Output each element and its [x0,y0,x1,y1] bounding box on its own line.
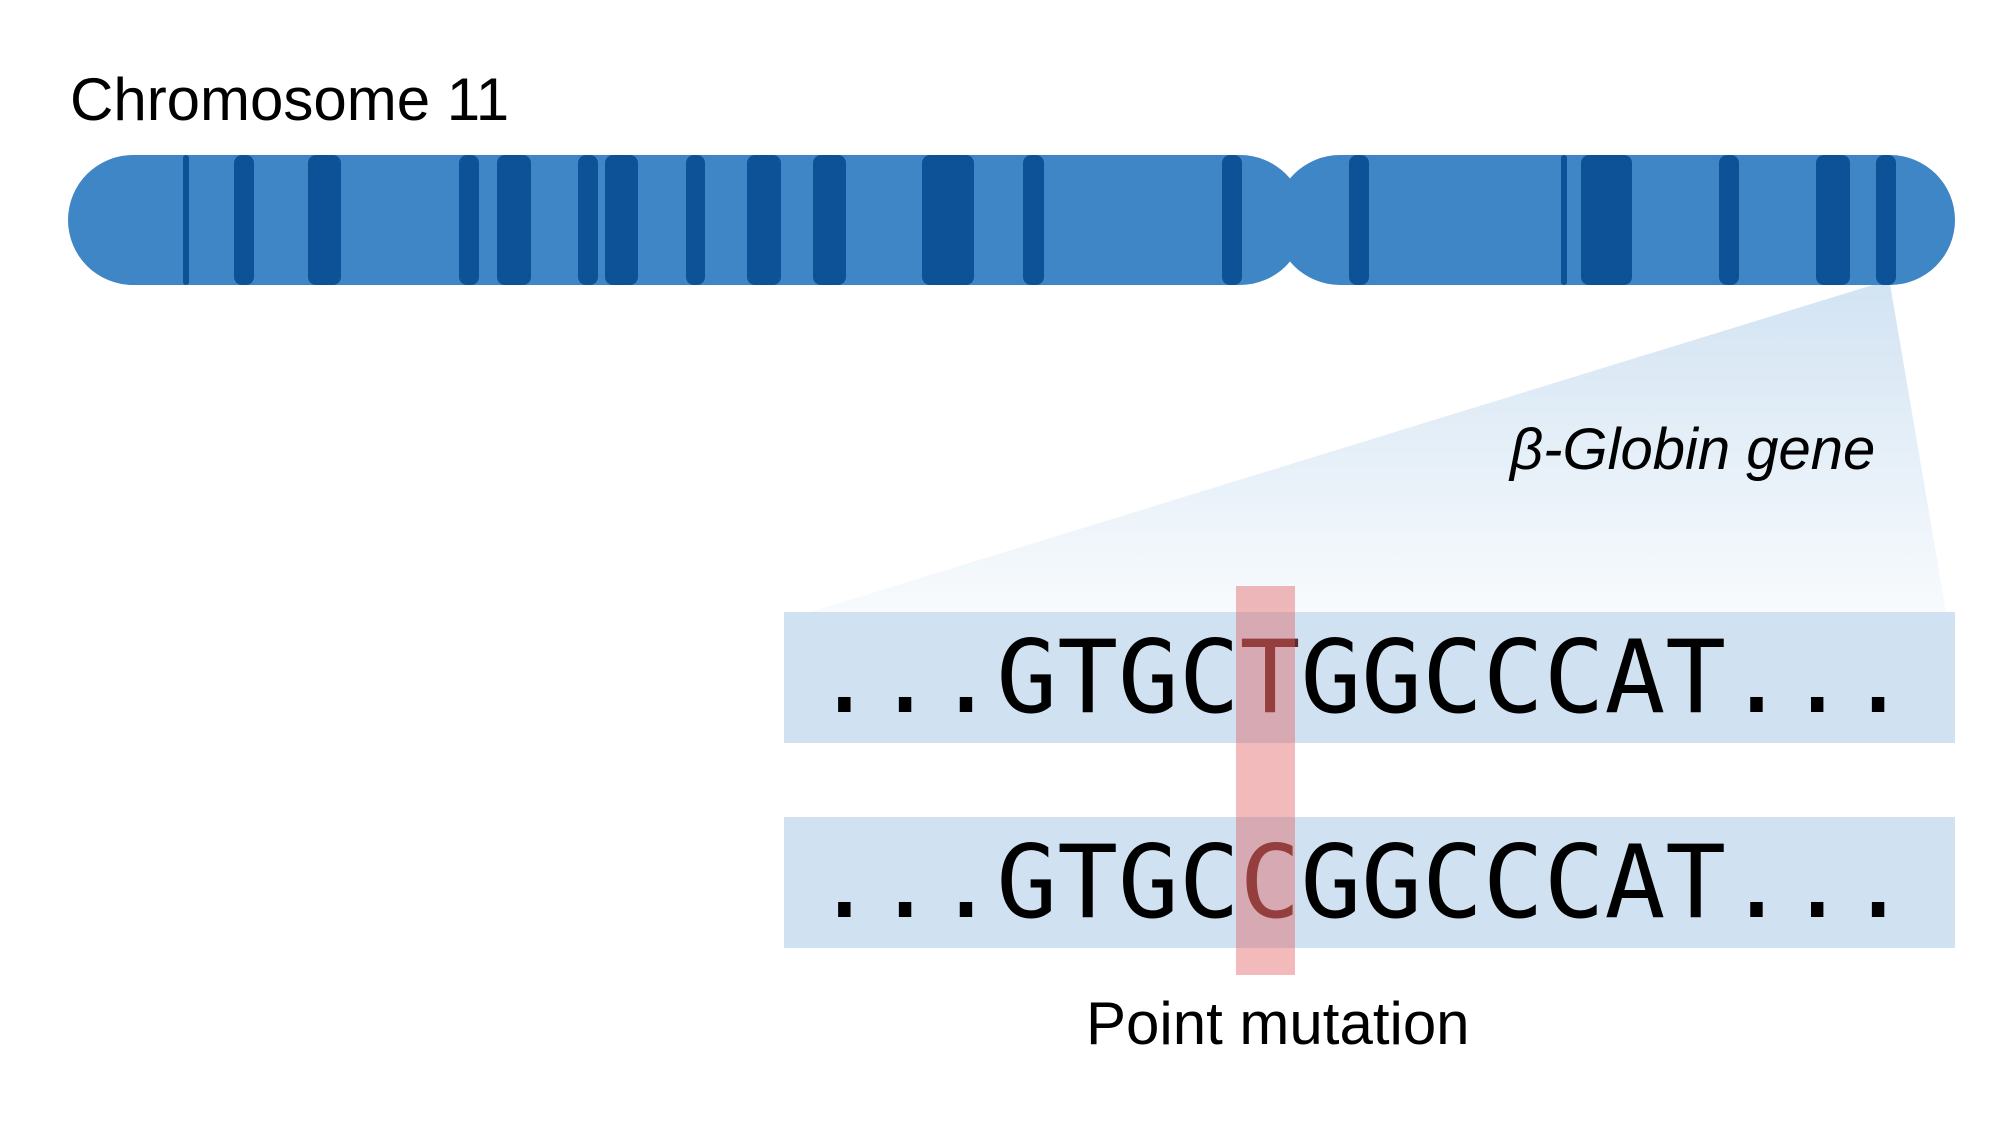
chromosome-band [686,155,705,285]
chromosome-band [605,155,638,285]
chromosome-band [183,155,189,285]
chromosome-band [1349,155,1369,285]
original-base: T [1239,618,1301,736]
reference-sequence: ...GTGCTGGCCCAT... [784,612,1955,743]
mutant-sequence-box: ...GTGCCGGCCCAT... [784,817,1955,948]
sequence-prefix: ... [814,823,997,941]
chromosome-band [1222,155,1242,285]
reference-sequence-box: ...GTGCTGGCCCAT... [784,612,1955,743]
sequence-prefix: ... [814,618,997,736]
sequence-before: GTGC [996,618,1240,736]
chromosome-band [813,155,846,285]
chromosome-band [1581,155,1632,285]
chromosome-band [497,155,531,285]
point-mutation-label: Point mutation [1086,990,1470,1057]
mutated-base: C [1239,823,1301,941]
gene-label: β-Globin gene [1510,417,1876,482]
chromosome-band [234,155,254,285]
sequence-after: GGCCCAT [1300,823,1727,941]
mutant-sequence: ...GTGCCGGCCCAT... [784,817,1955,948]
chromosome-label: Chromosome 11 [70,66,510,133]
sequence-suffix: ... [1726,618,1909,736]
chromosome-band [747,155,781,285]
sequence-after: GGCCCAT [1300,618,1727,736]
sequence-before: GTGC [996,823,1240,941]
chromosome-band [1719,155,1739,285]
chromosome-band [1816,155,1850,285]
zoom-wedge [810,284,1946,612]
chromosome-band [459,155,479,285]
chromosome-band [578,155,598,285]
chromosome-band [922,155,974,285]
sequence-suffix: ... [1726,823,1909,941]
chromosome-left-arm [68,155,1305,285]
chromosome-band [1876,155,1896,285]
chromosome-right-arm [1275,155,1955,285]
chromosome-band [308,155,341,285]
chromosome-band [1561,155,1567,285]
chromosome-band [1023,155,1044,285]
